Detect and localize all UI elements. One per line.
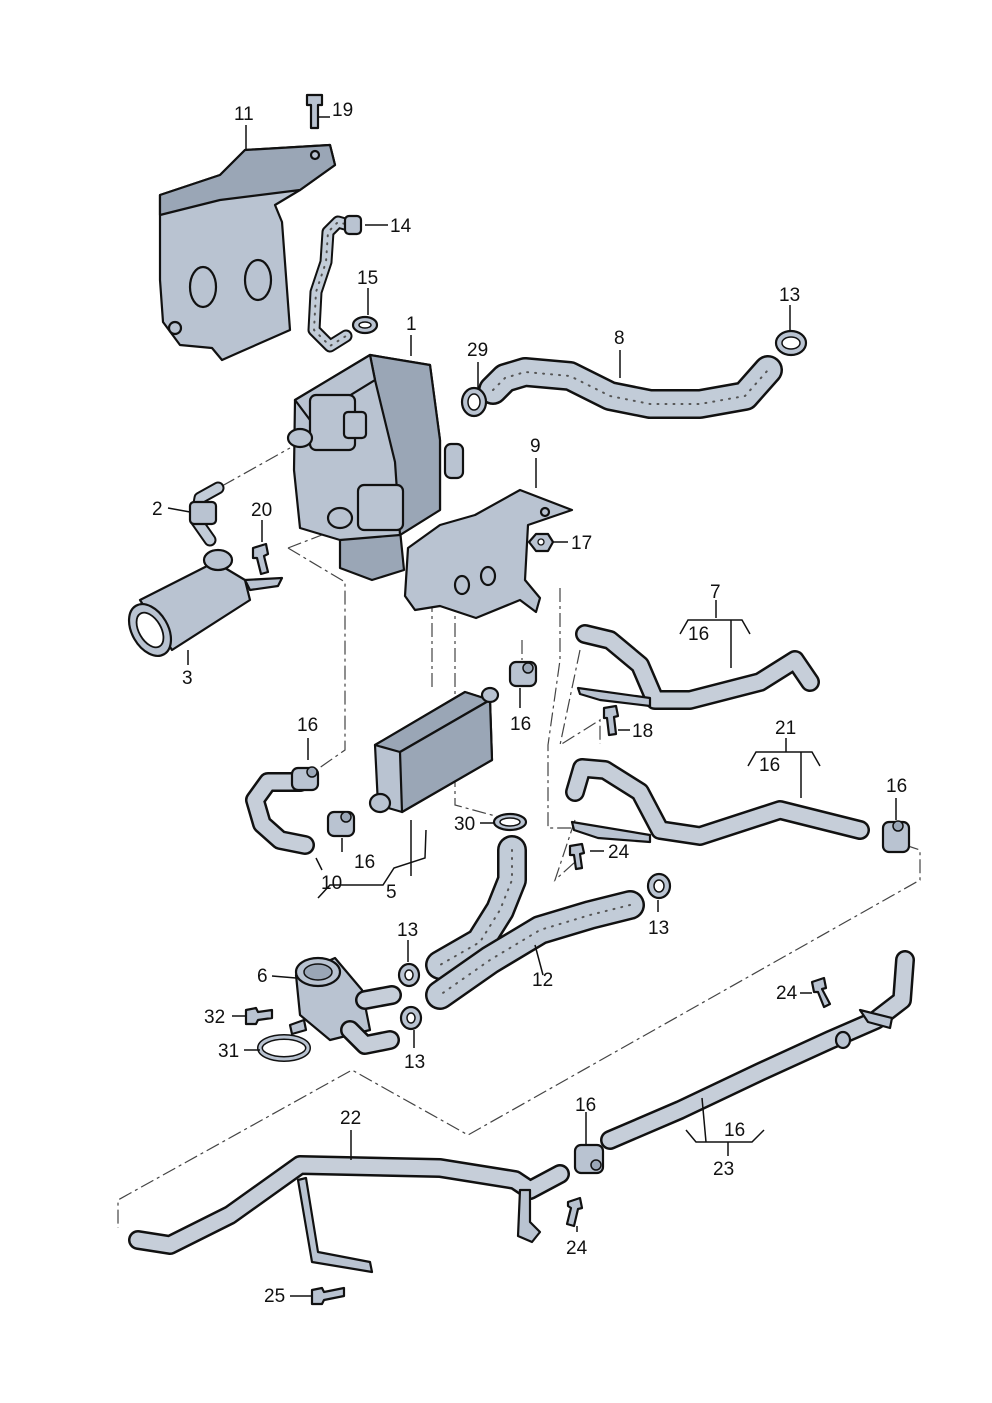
label-11: 11 <box>234 104 254 125</box>
label-16-bottom: 16 <box>575 1095 596 1116</box>
label-23: 23 <box>713 1159 734 1180</box>
label-29: 29 <box>467 340 488 361</box>
label-14: 14 <box>390 216 412 237</box>
mounting-bracket <box>403 488 574 620</box>
elbow-connector-2 <box>188 481 225 547</box>
label-21: 21 <box>775 718 796 739</box>
coolant-hose-8 <box>478 355 783 419</box>
vent-hose-14 <box>307 214 363 353</box>
label-16-silencer: 16 <box>354 852 375 873</box>
label-30: 30 <box>454 814 475 835</box>
coolant-pump <box>294 956 402 1055</box>
pump-strap <box>257 1018 311 1062</box>
clamp-16-silencer <box>326 810 356 838</box>
callout-labels: 11 19 14 15 1 29 8 13 9 17 2 20 3 7 16 1… <box>152 100 907 1307</box>
bolt-19 <box>305 93 324 130</box>
bolt-25 <box>310 1286 346 1306</box>
label-16-right: 16 <box>886 776 907 797</box>
label-1: 1 <box>406 314 417 335</box>
label-3: 3 <box>182 668 193 689</box>
label-24-bottom: 24 <box>566 1238 588 1259</box>
label-22: 22 <box>340 1108 361 1129</box>
label-2: 2 <box>152 499 163 520</box>
clamp-16-right <box>881 820 911 854</box>
exhaust-tailpipe <box>127 548 284 657</box>
label-15: 15 <box>357 268 378 289</box>
heat-shield-bracket <box>158 143 337 362</box>
bolt-24-right <box>810 976 832 1009</box>
clamp-16-upper <box>508 660 538 688</box>
clamp-15 <box>351 315 379 335</box>
label-32: 32 <box>204 1007 225 1028</box>
bolt-20 <box>251 542 270 576</box>
label-12: 12 <box>532 970 553 991</box>
label-13-right: 13 <box>648 918 669 939</box>
coolant-pipe-7 <box>575 624 820 710</box>
label-20: 20 <box>251 500 272 521</box>
label-17: 17 <box>571 533 592 554</box>
coolant-pipe-21 <box>565 758 870 846</box>
label-10: 10 <box>321 873 342 894</box>
label-16-pipe7: 16 <box>688 624 709 645</box>
hose-clamp-13-lower-pump <box>399 1005 423 1031</box>
label-13-lower: 13 <box>404 1052 425 1073</box>
label-13-top: 13 <box>779 285 800 306</box>
hose-clamp-29 <box>460 386 488 418</box>
hose-clamp-13-upper-pump <box>397 962 421 988</box>
coolant-hose-12 <box>425 835 645 1010</box>
assembly-guide-lines <box>117 230 921 1228</box>
label-25: 25 <box>264 1286 285 1307</box>
label-31: 31 <box>218 1041 239 1062</box>
exhaust-silencer <box>368 686 500 814</box>
clamp-16-left <box>290 766 320 792</box>
label-18: 18 <box>632 721 653 742</box>
label-8: 8 <box>614 328 625 349</box>
bolt-24-bottom <box>565 1196 584 1228</box>
label-16-pipe21: 16 <box>759 755 780 776</box>
label-16-pipe23: 16 <box>724 1120 745 1141</box>
label-16-left: 16 <box>297 715 318 736</box>
leader-lines <box>167 116 897 1297</box>
exhaust-hose-10 <box>245 772 315 855</box>
label-24-middle: 24 <box>608 842 630 863</box>
label-13-upper: 13 <box>397 920 418 941</box>
label-5: 5 <box>386 882 397 903</box>
nut-17 <box>527 532 555 553</box>
hose-clamp-30 <box>492 812 528 832</box>
bolt-32 <box>244 1006 274 1026</box>
label-7: 7 <box>710 582 721 603</box>
coolant-pipe-23 <box>600 950 915 1150</box>
label-24-right: 24 <box>776 983 798 1004</box>
label-6: 6 <box>257 966 268 987</box>
auxiliary-heater-unit <box>286 353 465 582</box>
label-16-upper: 16 <box>510 714 531 735</box>
hose-clamp-13-top <box>774 329 808 357</box>
hose-clamp-13-right <box>646 872 672 900</box>
label-19: 19 <box>332 100 353 121</box>
label-9: 9 <box>530 436 541 457</box>
bolt-18 <box>602 704 620 737</box>
coolant-pipe-22 <box>128 1155 570 1274</box>
bolt-24-middle <box>568 842 586 871</box>
clamp-16-bottom <box>573 1143 605 1175</box>
